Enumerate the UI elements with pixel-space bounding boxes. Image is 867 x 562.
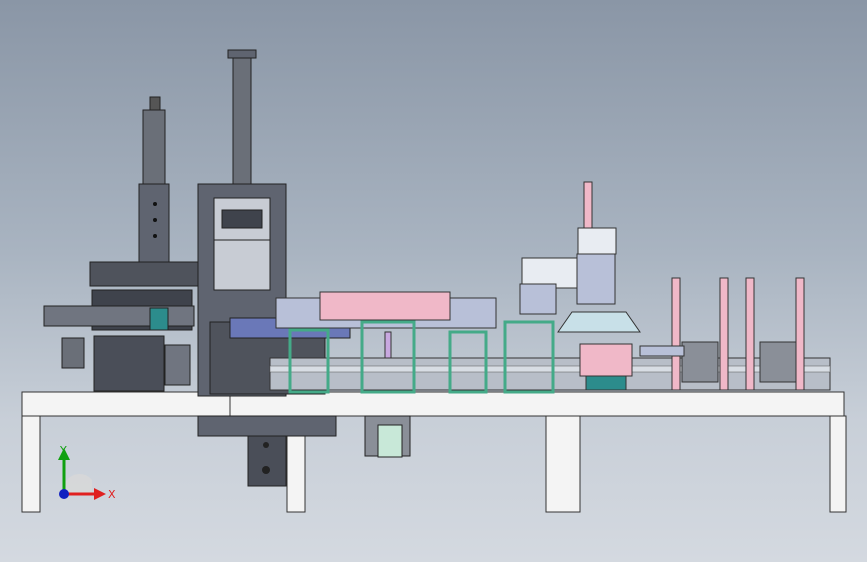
press-frame-assembly (197, 49, 351, 397)
rotary-station (519, 181, 641, 391)
z-axis-marker (59, 489, 69, 499)
y-axis-label: Y (59, 444, 67, 457)
x-axis-label: X (108, 488, 116, 501)
station-stands-left (288, 320, 555, 394)
machine-base-frame (21, 391, 847, 513)
left-column-assembly (43, 96, 201, 392)
right-upright-posts (639, 277, 805, 391)
under-table-cylinder (197, 415, 411, 487)
coordinate-triad: Y X (58, 444, 116, 501)
